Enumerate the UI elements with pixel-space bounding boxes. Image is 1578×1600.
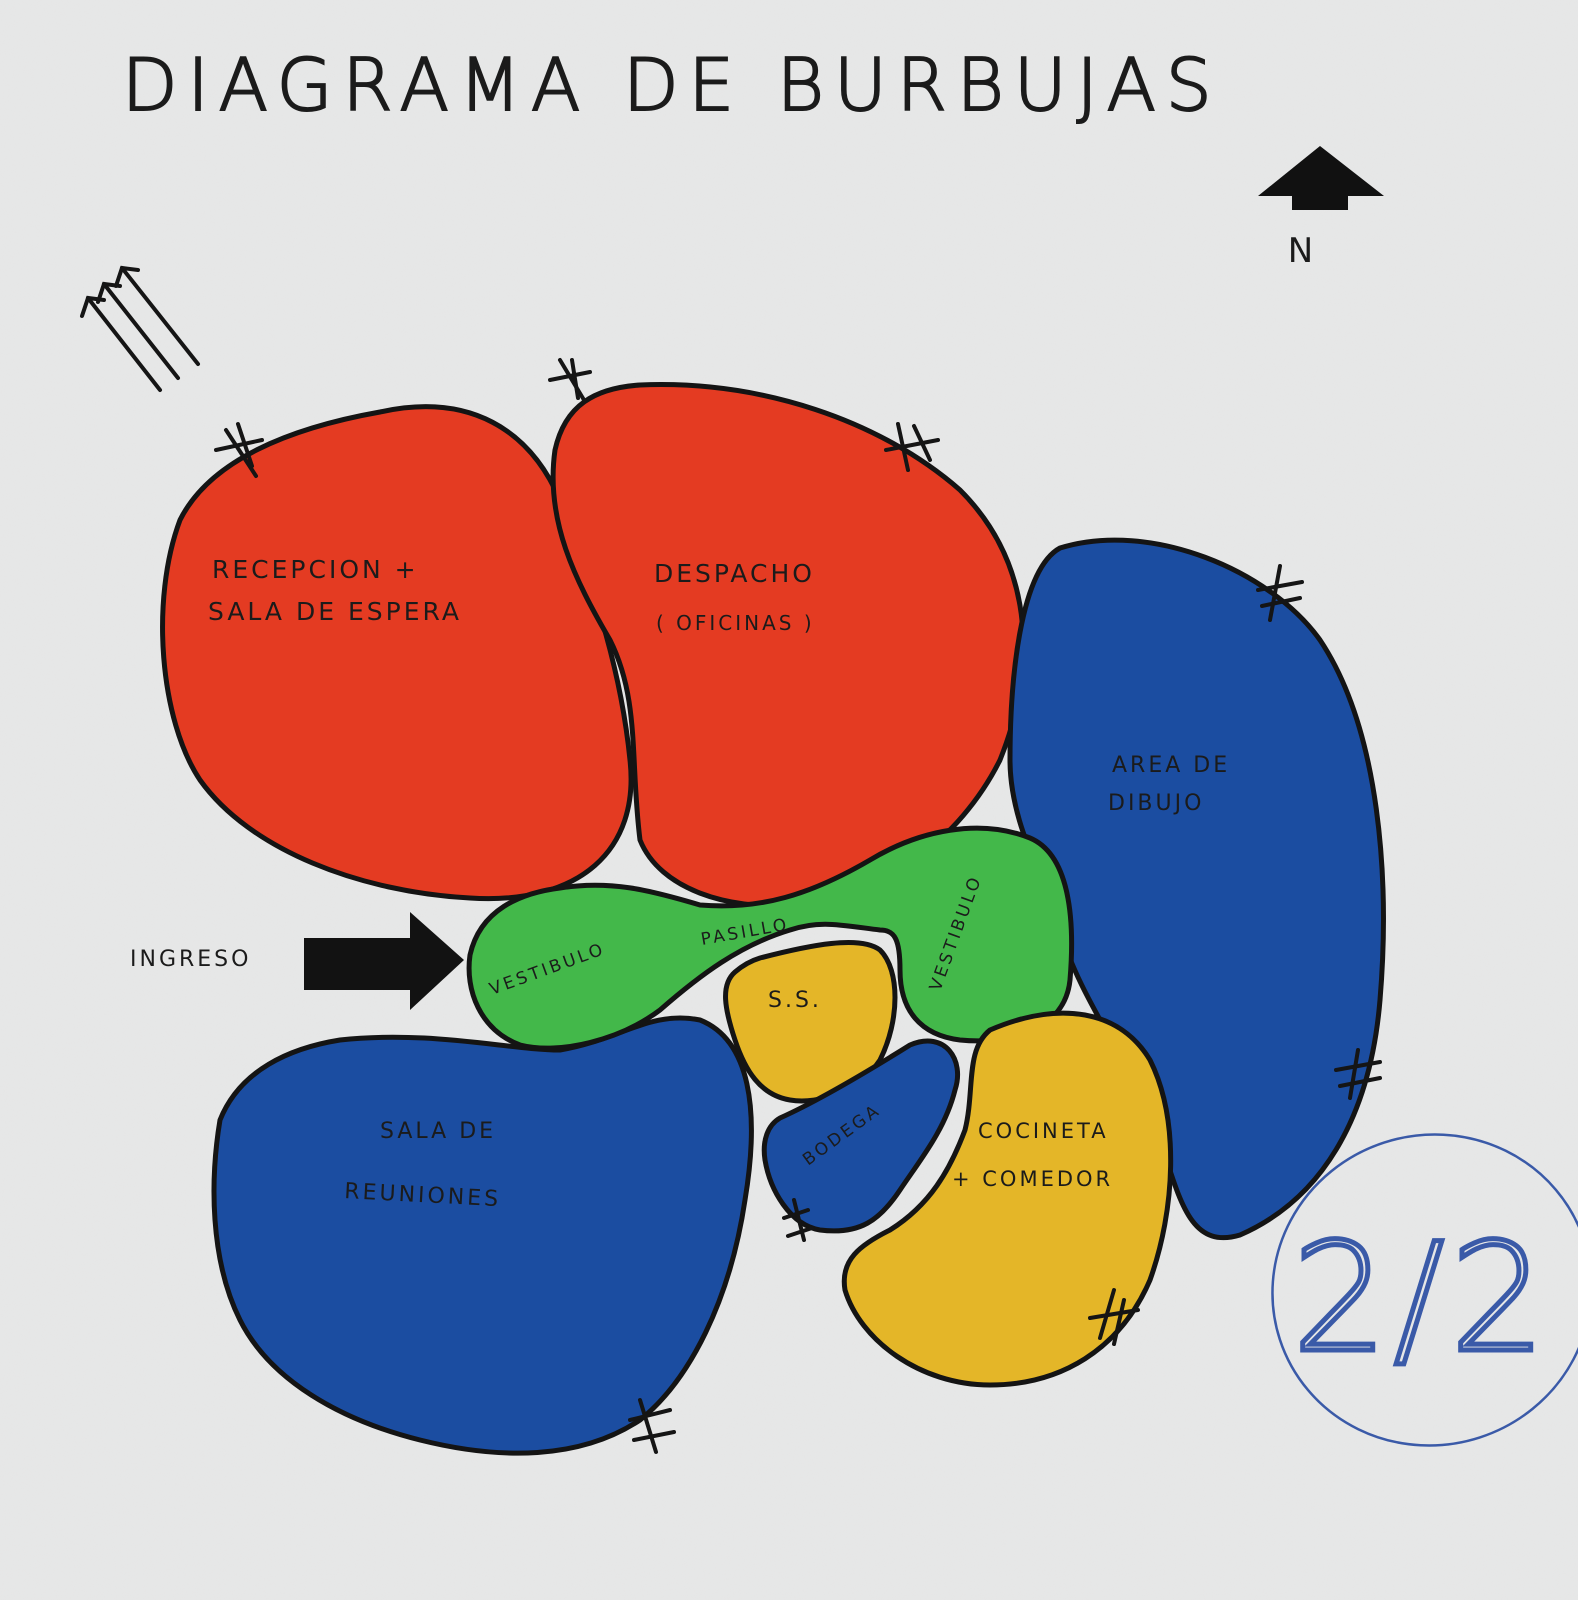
- window-mark-icon: [548, 358, 592, 402]
- label-reuniones-line1: SALA DE: [380, 1119, 496, 1144]
- label-despacho-line2: ( OFICINAS ): [656, 611, 815, 635]
- bubble-cocineta: [841, 1010, 1174, 1388]
- window-mark-icon: [884, 422, 940, 472]
- window-mark-icon: [1256, 564, 1304, 622]
- label-cocineta-line1: COCINETA: [978, 1119, 1109, 1143]
- label-dibujo-line1: AREA DE: [1112, 753, 1230, 778]
- page-mark-stamp: 2/2: [1271, 1133, 1578, 1447]
- diagram-title: DIAGRAMA DE BURBUJAS: [122, 43, 1222, 127]
- bubble-area-dibujo: [1007, 537, 1386, 1241]
- label-cocineta-line2: + COMEDOR: [952, 1167, 1113, 1191]
- label-ss: S.S.: [768, 988, 822, 1013]
- bubble-bodega: [761, 1038, 961, 1234]
- window-mark-icon: [1088, 1288, 1140, 1346]
- window-mark-icon: [782, 1198, 814, 1242]
- window-mark-icon: [1334, 1048, 1382, 1100]
- page-mark-number: 2/2: [1292, 1212, 1551, 1386]
- label-recepcion-line2: SALA DE ESPERA: [208, 597, 462, 626]
- page-mark-circle: [1271, 1133, 1578, 1447]
- label-dibujo-line2: DIBUJO: [1108, 791, 1204, 816]
- label-recepcion-line1: RECEPCION +: [212, 555, 419, 584]
- label-despacho-line1: DESPACHO: [654, 559, 815, 588]
- north-arrow-icon: [1258, 146, 1384, 210]
- window-mark-icon: [628, 1398, 676, 1454]
- window-mark-icon: [214, 422, 264, 478]
- bubble-circulacion: [466, 825, 1075, 1051]
- wind-direction-icon: [80, 265, 200, 392]
- north-label: N: [1288, 231, 1316, 271]
- entry-arrow-icon: [304, 912, 464, 1010]
- entry-label: INGRESO: [130, 947, 251, 972]
